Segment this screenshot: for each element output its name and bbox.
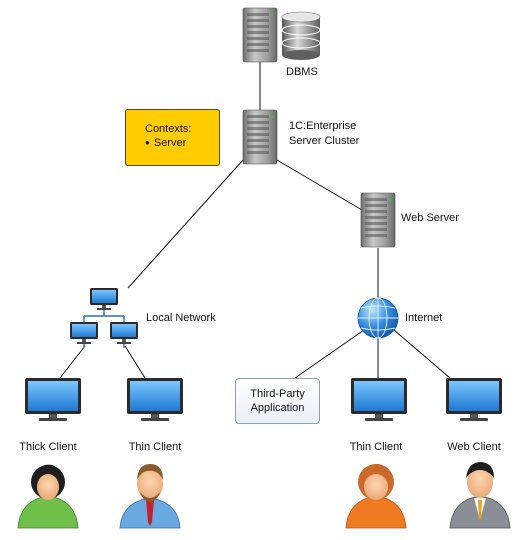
cluster-label-line1: 1C:Enterprise <box>289 120 356 132</box>
dbms-node: DBMS <box>242 7 321 78</box>
cluster-node: 1C:Enterprise Server Cluster <box>242 109 360 165</box>
link-internet-webclient <box>393 329 451 379</box>
link-cluster-webserver <box>276 159 363 211</box>
cluster-server-icon <box>242 109 278 165</box>
thick-client-monitor-icon <box>25 378 81 421</box>
web-server-icon <box>360 192 396 248</box>
user-avatar-thick <box>17 464 79 529</box>
thick-client-label: Thick Client <box>19 441 76 453</box>
web-client-label: Web Client <box>447 441 501 453</box>
local-network-node: Local Network <box>70 288 216 348</box>
third-party-line2: Application <box>250 402 305 414</box>
user-avatar-web <box>449 462 511 529</box>
database-icon <box>281 11 321 60</box>
link-lan-thin <box>124 345 146 379</box>
network-pc-left-icon <box>70 322 98 344</box>
local-network-label: Local Network <box>146 312 216 324</box>
user-avatar-thin-right <box>345 464 407 529</box>
web-server-label: Web Server <box>401 212 459 224</box>
link-internet-thirdparty <box>294 329 365 379</box>
thin-client-right-label: Thin Client <box>350 441 403 453</box>
link-lan-thick <box>59 345 86 379</box>
third-party-application-box: Third-Party Application <box>235 378 320 424</box>
web-server-node: Web Server <box>360 192 459 248</box>
web-client-monitor-icon <box>446 378 502 421</box>
contexts-box: Contexts: Server <box>125 109 220 166</box>
thin-client-left-node: Thin Client <box>127 378 183 453</box>
contexts-title: Contexts: <box>145 123 192 135</box>
cluster-label-line2: Server Cluster <box>289 135 360 147</box>
contexts-item-server: Server <box>145 136 219 151</box>
network-hub-icon <box>90 288 118 310</box>
dbms-server-icon <box>242 7 278 63</box>
third-party-line1: Third-Party <box>250 388 305 400</box>
web-client-node: Web Client <box>446 378 502 453</box>
user-avatar-thin-left <box>119 464 181 529</box>
internet-label: Internet <box>405 312 442 324</box>
thin-client-left-label: Thin Client <box>129 441 182 453</box>
internet-node: Internet <box>357 297 442 339</box>
network-pc-right-icon <box>110 322 138 344</box>
globe-icon <box>357 297 399 339</box>
thin-client-right-node: Thin Client <box>350 378 407 453</box>
thin-client-right-monitor-icon <box>351 378 407 421</box>
thin-client-left-monitor-icon <box>127 378 183 421</box>
link-cluster-lan <box>127 159 244 289</box>
dbms-label: DBMS <box>286 66 318 78</box>
connector-lines <box>59 62 451 379</box>
thick-client-node: Thick Client <box>19 378 81 453</box>
